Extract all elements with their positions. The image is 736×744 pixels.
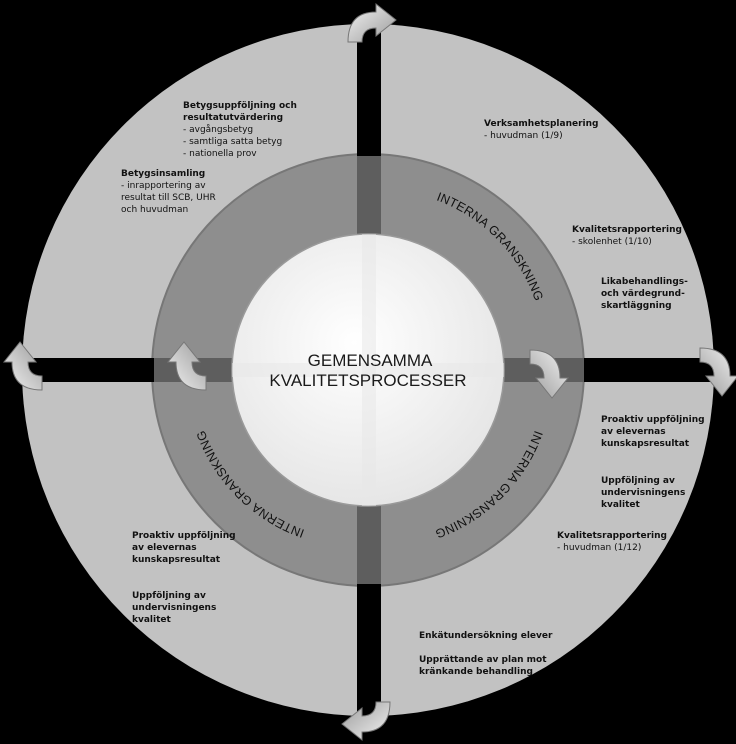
note-uppfoljning-left: Uppföljning av undervisningens kvalitet	[132, 590, 216, 626]
note-detail-line: - avgångsbetyg	[183, 125, 254, 135]
horizontal-bar-right	[584, 358, 722, 382]
note-title-line: kvalitet	[601, 500, 640, 510]
note-title-line: Uppföljning av	[132, 591, 206, 601]
cycle-arrow-icon	[2, 341, 43, 391]
note-title-line: Kvalitetsrapportering	[557, 531, 667, 541]
note-title-line: kunskapsresultat	[601, 439, 690, 449]
note-upprattande: Upprättande av plan mot kränkande behandl…	[419, 654, 547, 678]
note-title-line: Betygsuppföljning och	[183, 101, 297, 111]
note-enkat: Enkätundersökning elever	[419, 630, 552, 642]
note-title-line: Proaktiv uppföljning	[132, 531, 236, 541]
note-detail-line: - huvudman (1/9)	[484, 131, 563, 141]
note-title-line: Enkätundersökning elever	[419, 631, 553, 641]
note-kvalitetsrapportering-huvudman: Kvalitetsrapportering - huvudman (1/12)	[557, 530, 667, 554]
note-title-line: skartläggning	[601, 301, 672, 311]
note-proaktiv-left: Proaktiv uppföljning av elevernas kunskaps…	[132, 530, 236, 566]
note-title-line: Proaktiv uppföljning	[601, 415, 705, 425]
note-title-line: kränkande behandling	[419, 667, 533, 677]
cycle-arrow-icon	[529, 349, 570, 399]
note-detail-line: - huvudman (1/12)	[557, 543, 642, 553]
note-title-line: undervisningens	[132, 603, 217, 613]
note-title-line: kunskapsresultat	[132, 555, 221, 565]
note-title-line: Kvalitetsrapportering	[572, 225, 682, 235]
center-title-line2: KVALITETSPROCESSER	[269, 371, 466, 390]
note-likabehandling: Likabehandlings-och värdegrund-skartlägg…	[601, 276, 688, 312]
cycle-arrow-icon	[347, 2, 397, 43]
note-title-line: Uppföljning av	[601, 476, 675, 486]
note-uppfoljning-right: Uppföljning av undervisningens kvalitet	[601, 475, 685, 511]
note-title-line: av elevernas	[601, 427, 666, 437]
note-detail-line: - inrapportering av	[121, 181, 206, 191]
note-title-line: Betygsinsamling	[121, 169, 206, 179]
note-title-line: undervisningens	[601, 488, 686, 498]
horizontal-bar-left	[22, 358, 154, 382]
note-title-line: av elevernas	[132, 543, 197, 553]
note-title-line: Likabehandlings-	[601, 277, 688, 287]
cycle-arrow-icon	[699, 347, 736, 397]
note-proaktiv-right: Proaktiv uppföljning av elevernas kunskaps…	[601, 414, 705, 450]
note-betygsinsamling: Betygsinsamling - inrapportering av result…	[121, 168, 216, 216]
vertical-bar-mid-top	[357, 156, 381, 236]
note-detail-line: - samtliga satta betyg	[183, 137, 283, 147]
vertical-bar-mid-bottom	[357, 506, 381, 584]
center-title-line1: GEMENSAMMA	[308, 351, 433, 370]
cycle-arrow-icon	[166, 341, 207, 391]
note-title-line: och värdegrund-	[601, 289, 685, 299]
note-title-line: Upprättande av plan mot	[419, 655, 547, 665]
note-kvalitetsrapportering-skola: Kvalitetsrapportering - skolenhet (1/10)	[572, 224, 682, 248]
note-title-line: kvalitet	[132, 615, 171, 625]
note-verksamhetsplanering: Verksamhetsplanering - huvudman (1/9)	[484, 118, 598, 142]
cycle-arrow-icon	[341, 701, 391, 742]
note-detail-line: - skolenhet (1/10)	[572, 237, 652, 247]
note-title-line: Verksamhetsplanering	[484, 119, 599, 129]
note-detail-line: och huvudman	[121, 205, 189, 215]
note-detail-line: - nationella prov	[183, 149, 257, 159]
note-betygsuppfoljning: Betygsuppföljning och resultatutvärdering…	[183, 100, 297, 160]
note-detail-line: resultat till SCB, UHR	[121, 193, 216, 203]
note-title-line: resultatutvärdering	[183, 113, 284, 123]
